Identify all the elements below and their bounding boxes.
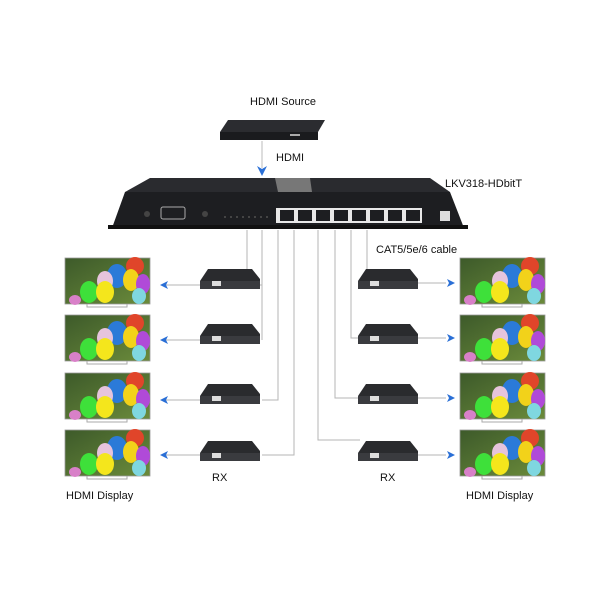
cable-label: CAT5/5e/6 cable: [376, 244, 458, 256]
model-label: LKV318-HDbitT: [445, 178, 523, 190]
rx-right-label: RX: [380, 472, 396, 484]
cat-cables: [165, 230, 446, 456]
splitter-device: [108, 178, 468, 229]
left-rx-units: [200, 269, 260, 461]
right-displays: [459, 256, 546, 480]
right-rx-units: [358, 269, 418, 461]
hdmi-source-device: [220, 120, 325, 140]
hdmi-source-label: HDMI Source: [250, 96, 317, 108]
hdmi-arrow-icon: [257, 166, 267, 176]
hdmi-label: HDMI: [276, 152, 305, 164]
display-left-label: HDMI Display: [66, 490, 134, 502]
rx-left-label: RX: [212, 472, 228, 484]
left-displays: [64, 256, 151, 480]
left-arrow-icons: [160, 281, 168, 459]
display-right-label: HDMI Display: [466, 490, 534, 502]
right-arrow-icons: [447, 279, 455, 459]
